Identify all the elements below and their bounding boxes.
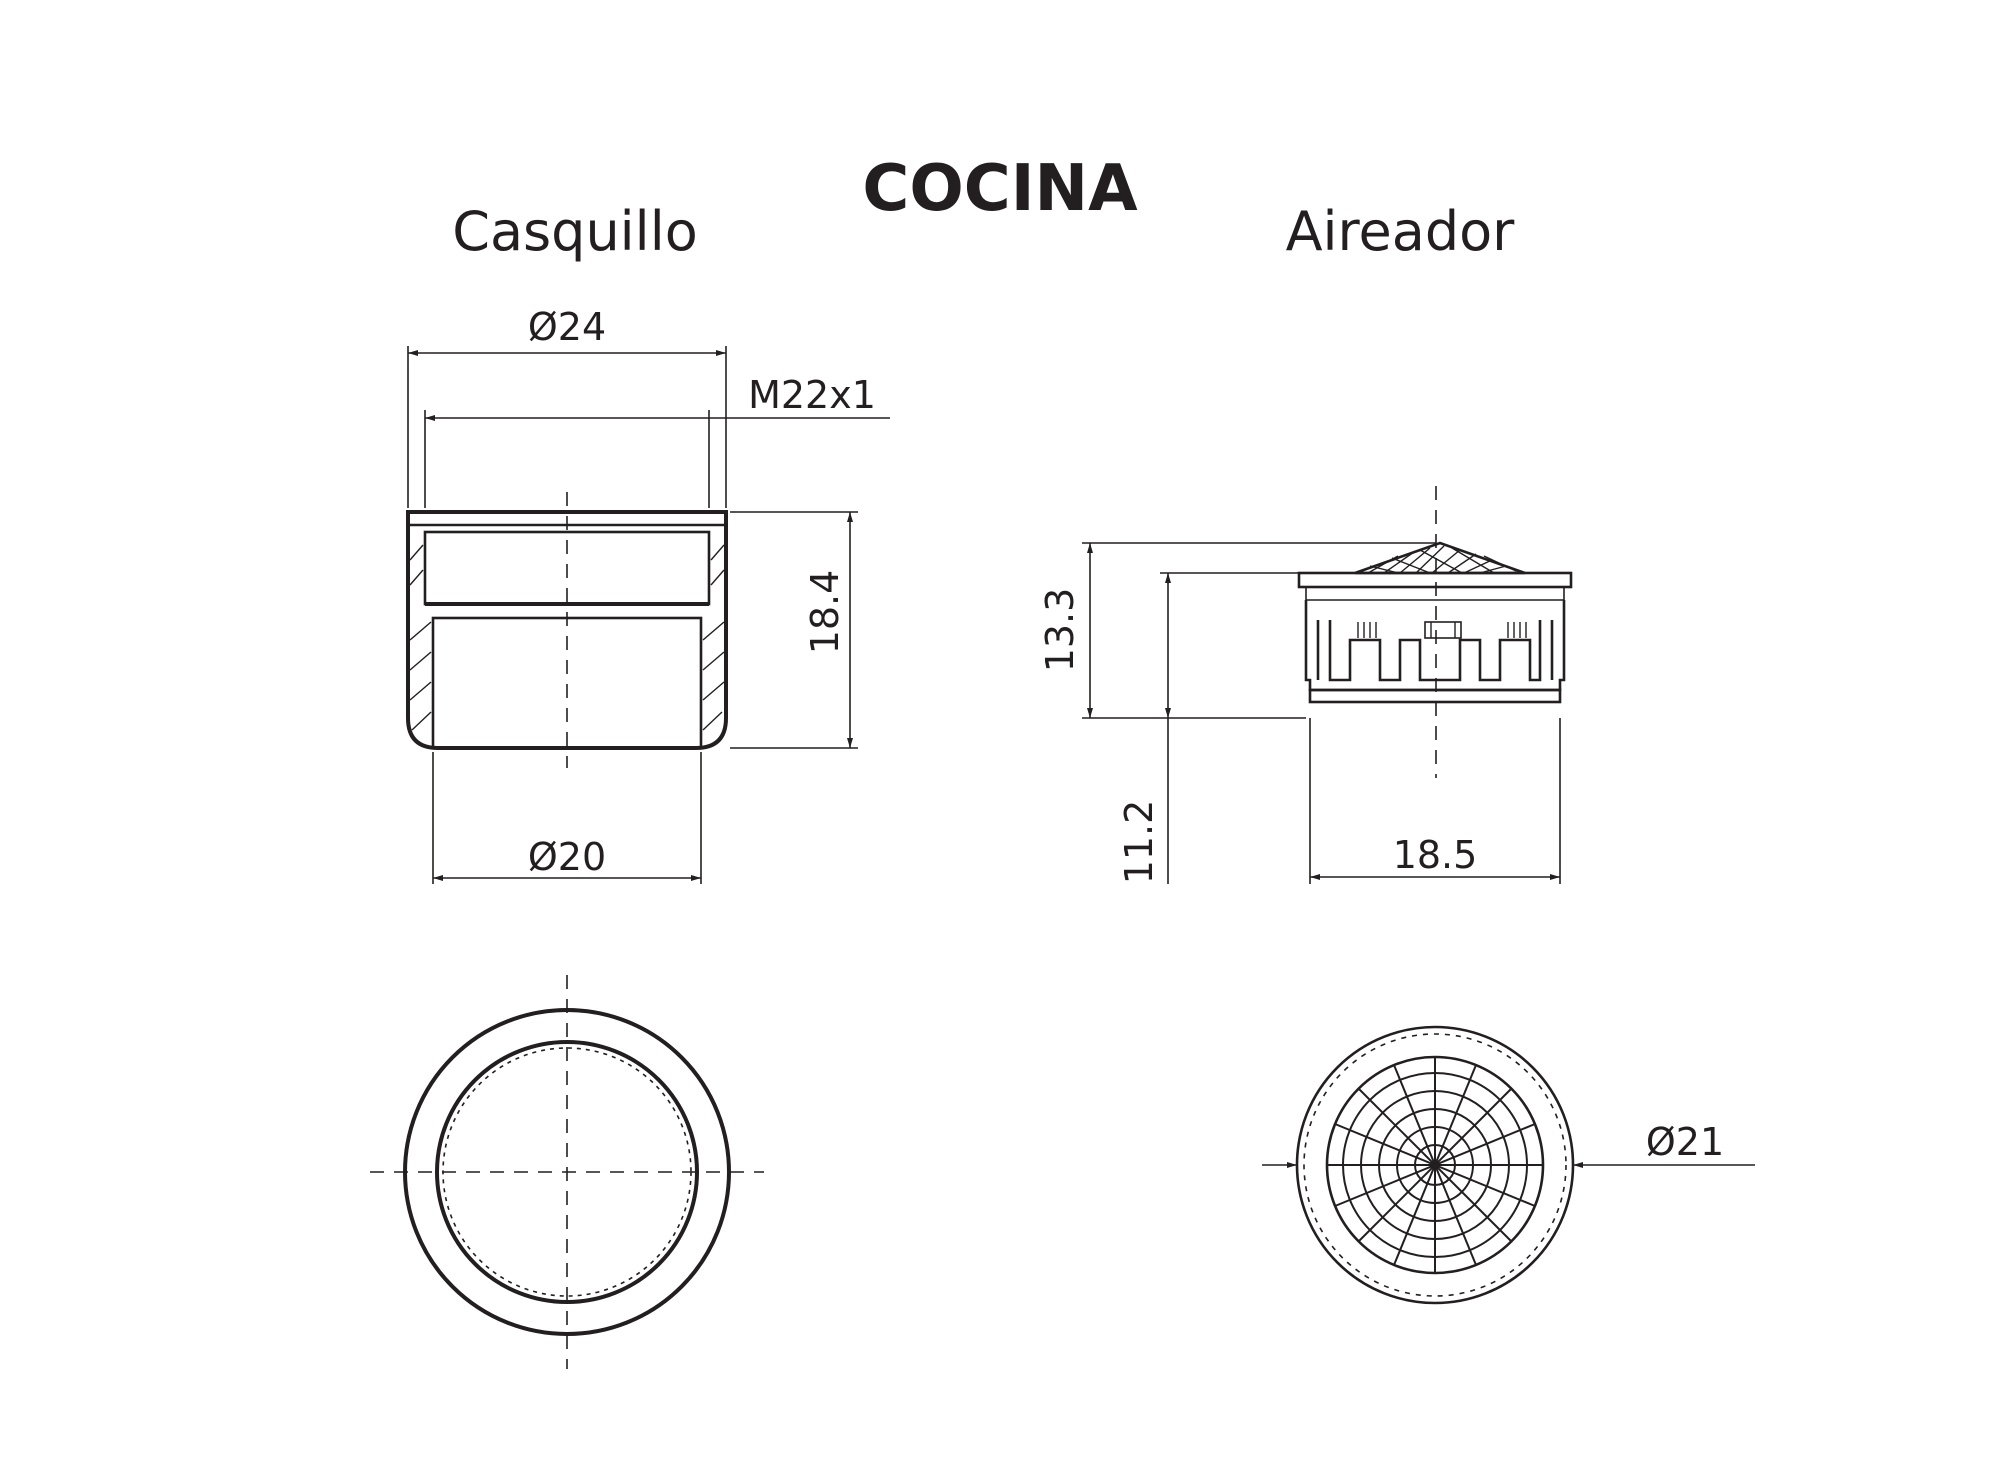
- aireador-dim-insert-height: 11.2: [1117, 800, 1161, 885]
- casquillo-dim-inner-diameter: Ø20: [528, 835, 606, 879]
- aireador-mesh-grid: [1327, 1057, 1543, 1273]
- aireador-dim-total-height: 13.3: [1038, 588, 1082, 673]
- aireador-label: Aireador: [1286, 200, 1516, 263]
- aireador-side-view: [1297, 486, 1573, 778]
- casquillo-section-view: [406, 492, 728, 768]
- casquillo-dim-height: 18.4: [803, 570, 847, 655]
- aireador-top-view: Ø21: [1262, 1025, 1755, 1305]
- casquillo-label: Casquillo: [452, 200, 697, 263]
- aireador-dim-body-width: 18.5: [1393, 833, 1478, 877]
- casquillo-top-view: [370, 975, 764, 1369]
- section-hatching: [409, 544, 725, 731]
- casquillo-dim-outer-diameter: Ø24: [528, 305, 606, 349]
- casquillo-dimensions: Ø24 M22x1 18.4 Ø20: [407, 305, 890, 884]
- title: COCINA: [862, 152, 1138, 226]
- casquillo-dim-thread: M22x1: [748, 373, 876, 417]
- aireador-dim-outer-diameter: Ø21: [1646, 1120, 1724, 1164]
- aireador-dimensions: 13.3 11.2 18.5: [1038, 542, 1561, 885]
- aireador-ribs: [1357, 621, 1527, 639]
